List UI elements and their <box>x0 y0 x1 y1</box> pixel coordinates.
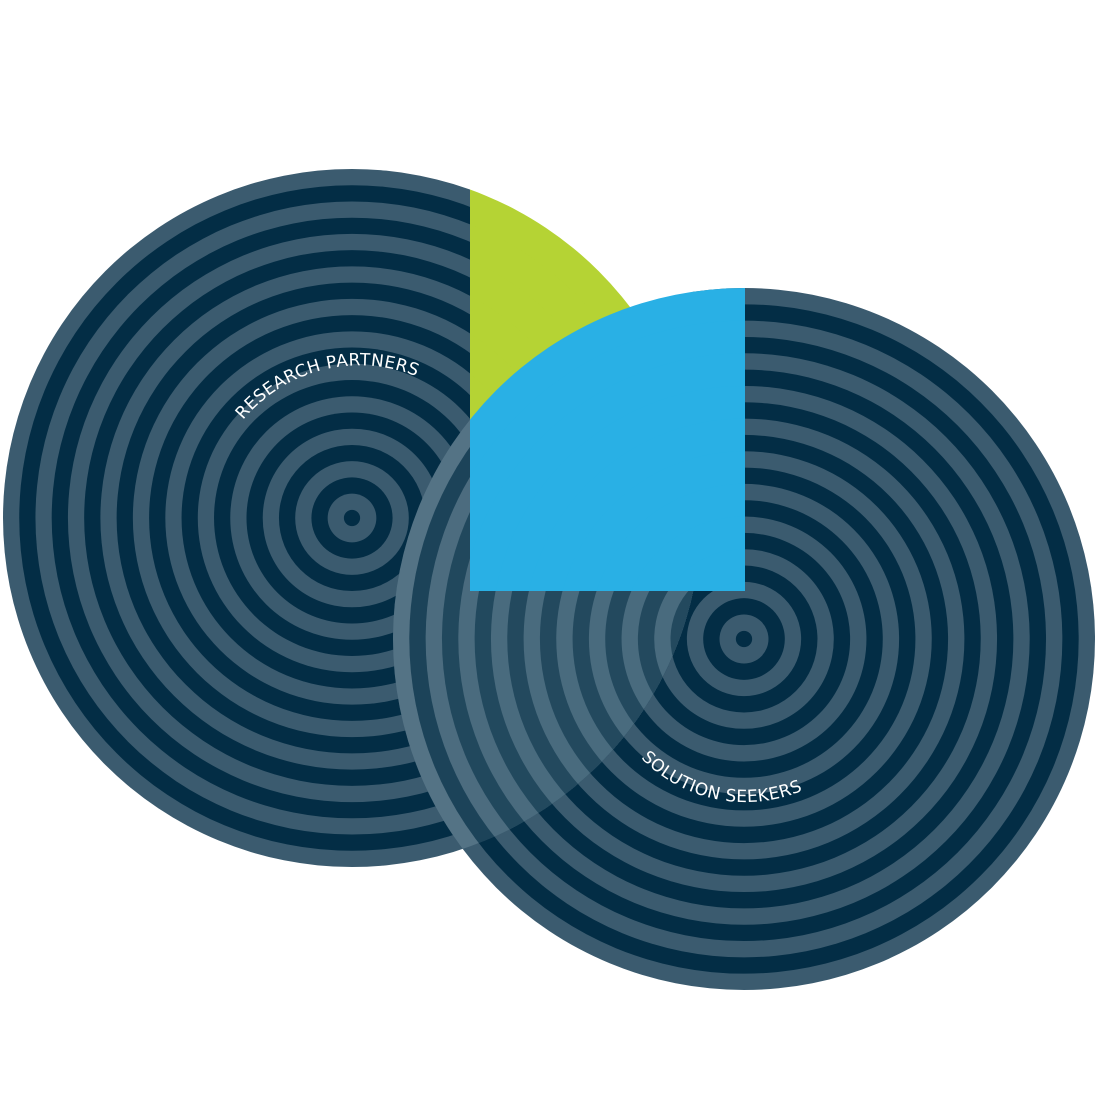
blue-band-18 <box>713 581 745 591</box>
research-partners-rings <box>3 169 701 867</box>
left-ring-21 <box>343 509 361 527</box>
blue-band-16 <box>668 549 745 591</box>
right-ring-21 <box>735 630 753 648</box>
solution-seekers-highlight-arcs <box>470 288 745 591</box>
